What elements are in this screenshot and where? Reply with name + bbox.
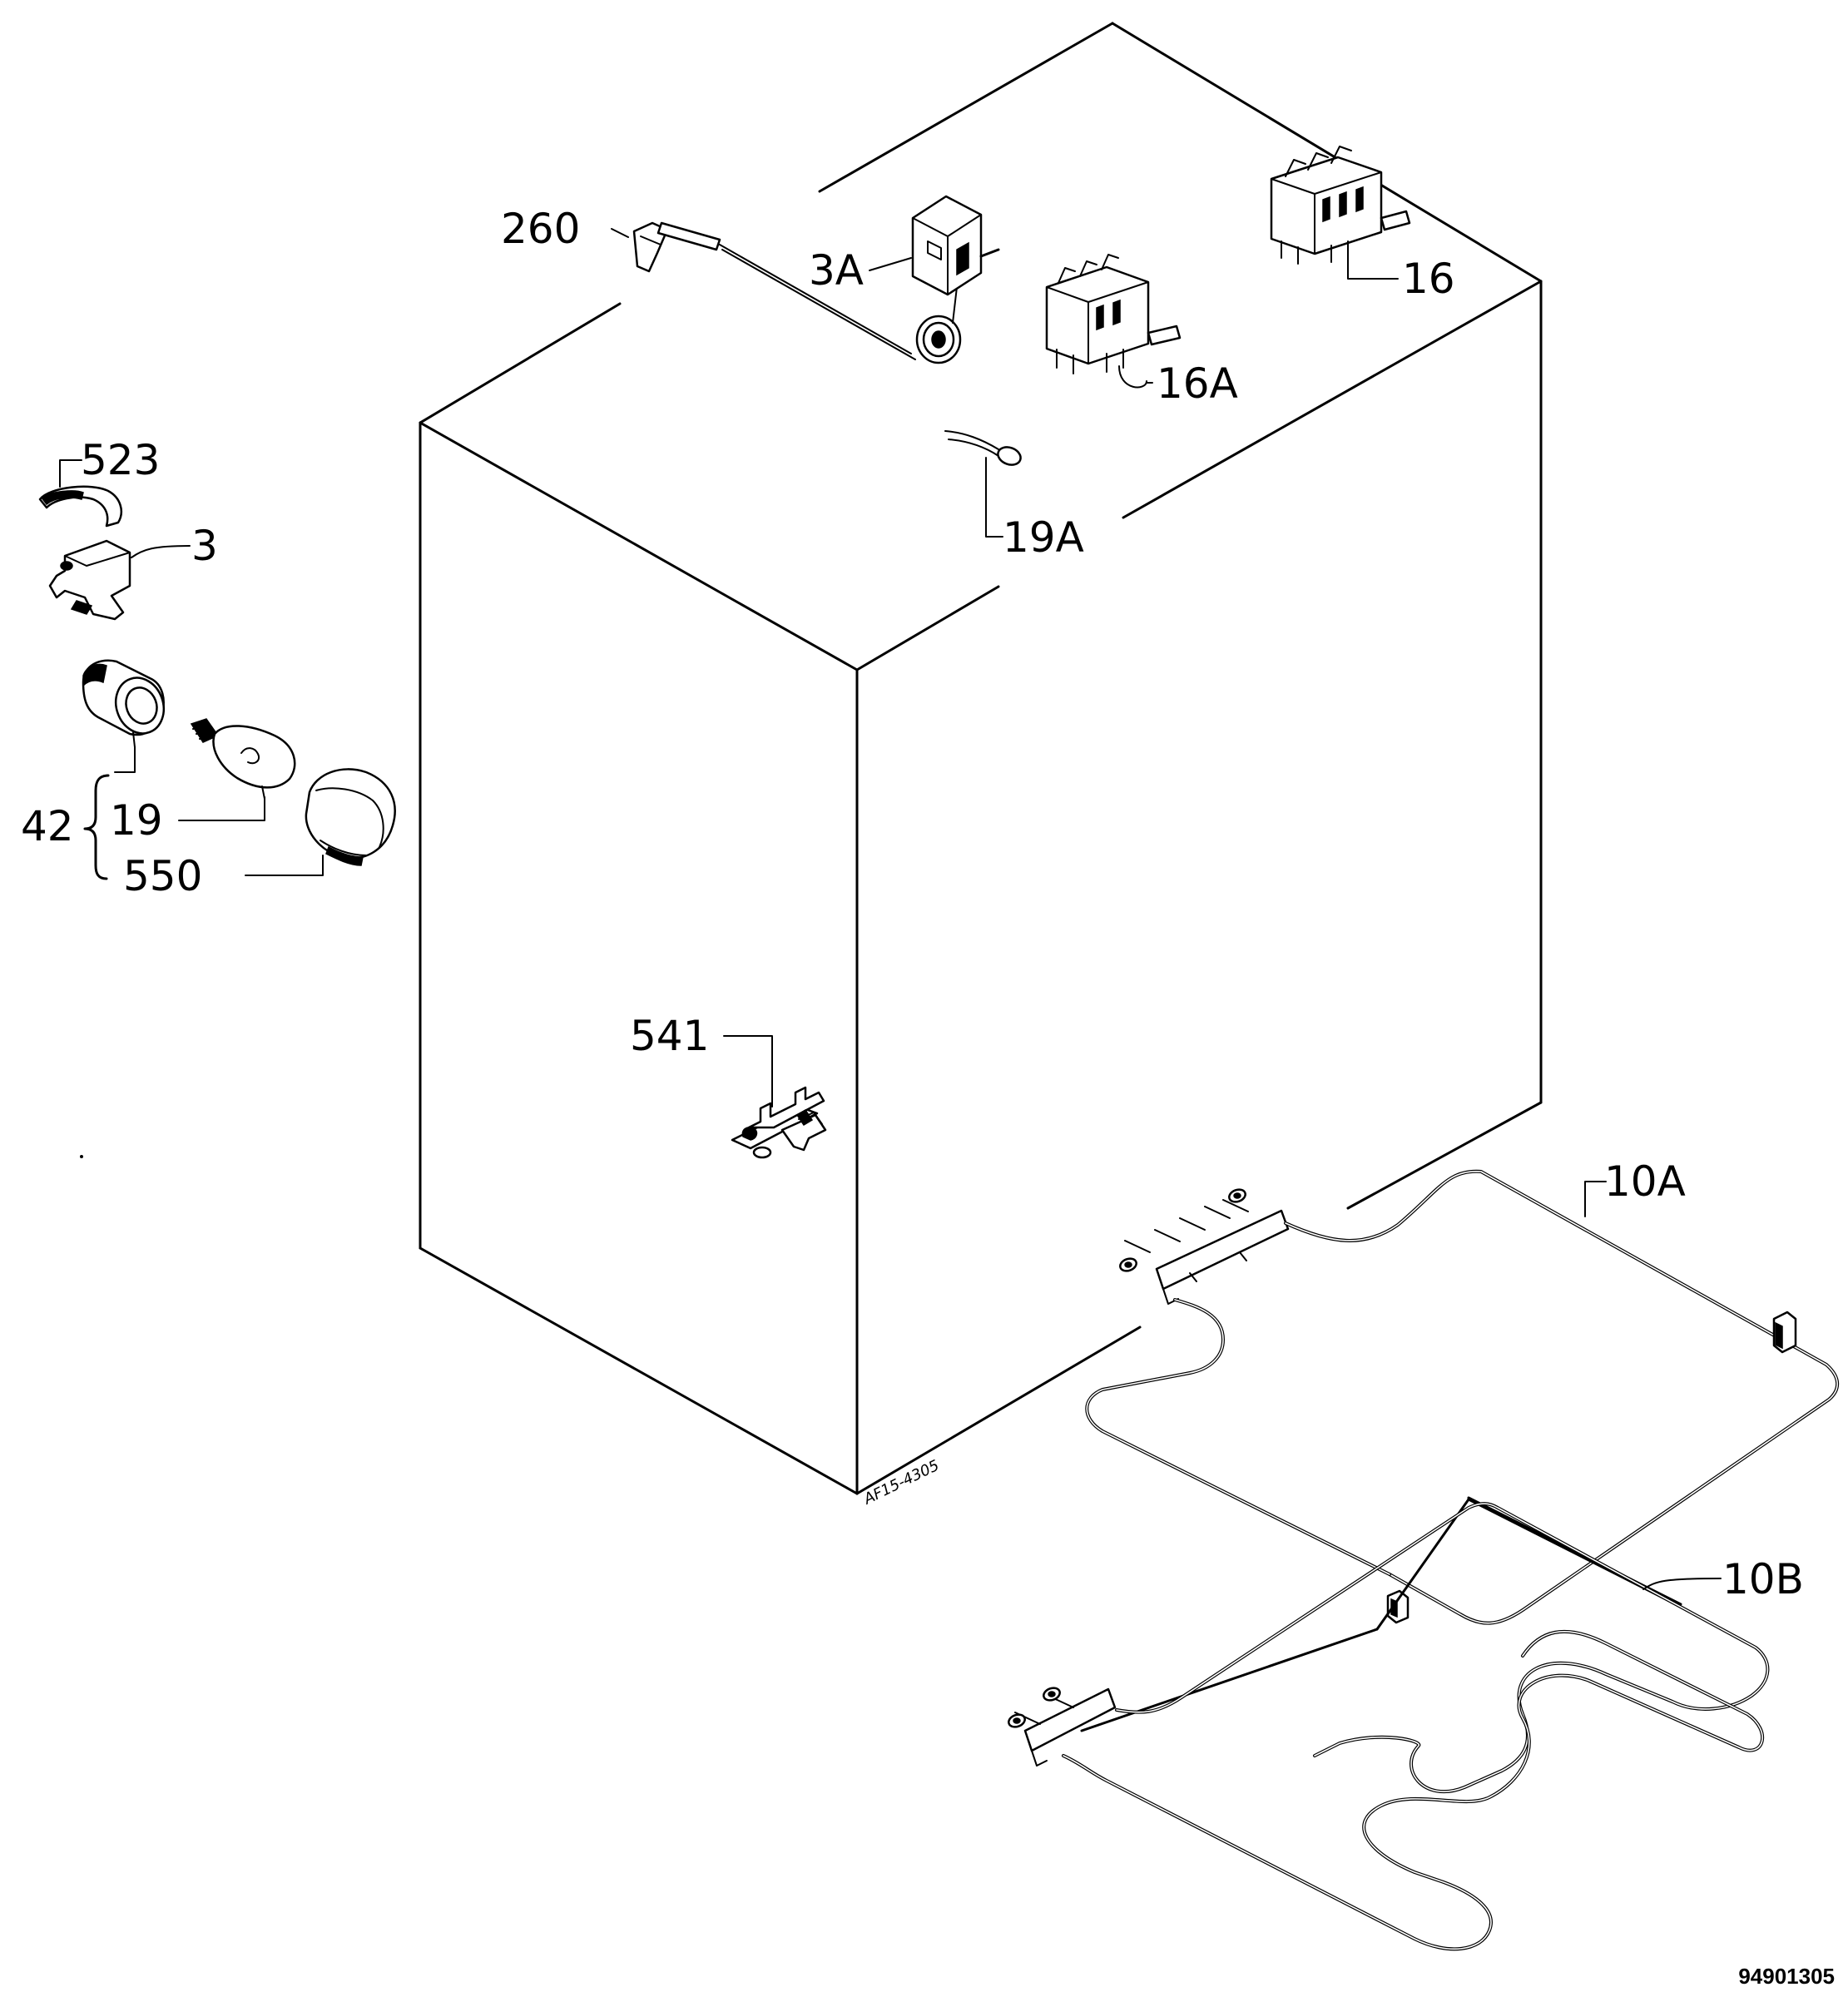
oven-cabinet (419, 22, 1543, 1495)
part-3-lamp-bracket (48, 539, 131, 621)
leader-523 (59, 459, 82, 488)
label-10A: 10A (1604, 1157, 1686, 1206)
leader-19A (985, 457, 1003, 538)
leader-260 (611, 228, 629, 238)
part-16A-selector-switch (1045, 254, 1182, 374)
group-brace-42 (83, 774, 110, 880)
part-541-door-catch (731, 1086, 827, 1159)
leader-3 (131, 545, 191, 558)
label-10B: 10B (1722, 1555, 1804, 1603)
label-3A: 3A (809, 246, 864, 295)
label-260: 260 (501, 205, 580, 253)
part-16-selector-switch (1270, 146, 1411, 265)
part-10A-heating-element (1085, 1169, 1840, 1625)
part-260-thermostat-probe (632, 221, 962, 364)
leader-541 (723, 1035, 773, 1108)
leader-16 (1347, 249, 1399, 280)
leader-550 (245, 855, 324, 876)
leader-10A (1584, 1181, 1607, 1217)
drawing-reference-number: 94901305 (1738, 1964, 1835, 1989)
part-523-clip (38, 485, 122, 528)
leader-19 (178, 796, 265, 821)
part-3A-thermostat (911, 195, 1000, 296)
label-523: 523 (81, 436, 160, 484)
part-10B-heating-element (1008, 1496, 1770, 1951)
label-42: 42 (21, 802, 74, 850)
part-19-lamp-bulb (190, 718, 296, 800)
cabinet-mark: AF15-4305 (860, 1457, 942, 1509)
leader-3A (869, 257, 912, 271)
leader-42-socket (114, 746, 136, 773)
part-19A-sensor (944, 430, 1022, 466)
leader-10B (1642, 1578, 1722, 1590)
label-3: 3 (191, 522, 218, 570)
part-lamp-socket (82, 659, 166, 748)
part-550-lamp-cover (305, 768, 396, 866)
label-16A: 16A (1157, 359, 1238, 408)
label-16: 16 (1402, 255, 1455, 303)
label-550: 550 (123, 852, 202, 900)
label-19: 19 (110, 796, 163, 845)
leader-16A (1118, 365, 1153, 389)
label-19A: 19A (1003, 513, 1084, 562)
label-541: 541 (630, 1012, 709, 1060)
stray-mark (80, 1155, 83, 1158)
